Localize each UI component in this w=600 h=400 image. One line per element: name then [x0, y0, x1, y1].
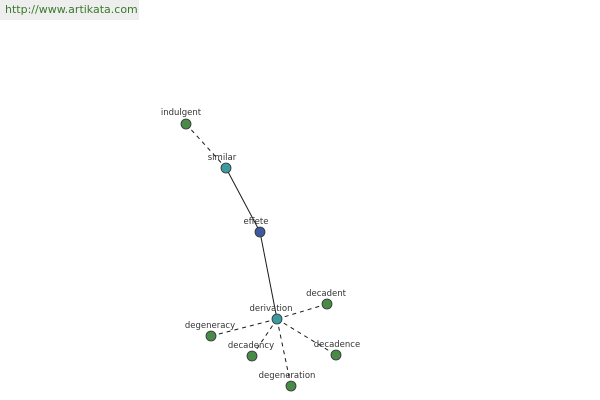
edge-indulgent-similar [185, 123, 227, 169]
header-bar: http://www.artikata.com [0, 0, 139, 20]
node-label-derivation[interactable]: derivation [249, 304, 292, 314]
node-label-degeneration[interactable]: degeneration [259, 371, 316, 381]
edges-layer [185, 123, 337, 387]
nodes-layer [180, 118, 342, 392]
node-effete[interactable] [254, 226, 266, 238]
node-label-effete[interactable]: effete [244, 217, 269, 227]
node-label-similar[interactable]: similar [208, 153, 237, 163]
node-label-decadent[interactable]: decadent [306, 289, 347, 299]
node-degeneracy[interactable] [205, 330, 217, 342]
labels-layer: indulgent similar effete derivation decadent… [161, 108, 360, 381]
node-label-decadency[interactable]: decadency [228, 341, 274, 351]
node-label-decadence[interactable]: decadence [314, 340, 360, 350]
node-derivation[interactable] [271, 313, 283, 325]
node-label-indulgent[interactable]: indulgent [161, 108, 202, 118]
edge-derivation-degeneration [276, 318, 292, 387]
edge-derivation-degeneracy [210, 318, 278, 337]
node-label-degeneracy[interactable]: degeneracy [185, 321, 235, 331]
edge-similar-effete [225, 167, 261, 233]
node-decadence[interactable] [330, 349, 342, 361]
node-decadency[interactable] [246, 350, 258, 362]
node-degeneration[interactable] [285, 380, 297, 392]
node-decadent[interactable] [321, 298, 333, 310]
edge-derivation-decadent [276, 303, 328, 320]
edge-effete-derivation [259, 231, 278, 320]
site-link[interactable]: http://www.artikata.com [5, 3, 138, 16]
edge-derivation-decadence [276, 318, 337, 356]
node-indulgent[interactable] [180, 118, 192, 130]
node-similar[interactable] [220, 162, 232, 174]
